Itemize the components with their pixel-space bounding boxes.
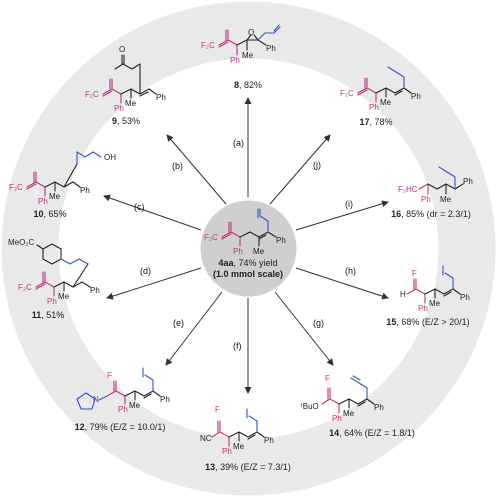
arrow-b: [166, 134, 227, 205]
atom-label: F: [215, 405, 220, 414]
atom-label: Me: [129, 401, 141, 410]
atom-label: Ph: [233, 247, 243, 256]
product-8-label: 8, 82%: [234, 80, 262, 90]
atom-label: Me: [242, 51, 254, 60]
atom-label: Ph: [160, 395, 170, 404]
arrow-c: [103, 194, 202, 231]
atom-label: Ph: [332, 414, 342, 423]
atom-label: F₂C: [9, 183, 23, 192]
atom-label: Ph: [266, 44, 276, 53]
condition-a: (a): [233, 138, 244, 148]
atom-label: Me: [58, 292, 70, 301]
atom-label: Ph: [156, 93, 166, 102]
product-11-label: 11, 51%: [32, 310, 65, 320]
atom-label: Ph: [411, 92, 421, 101]
atom-label: Me: [233, 442, 245, 451]
reaction-arrows: [103, 97, 389, 394]
atom-label: F: [107, 371, 112, 380]
arrow-g: [274, 291, 334, 366]
atom-label: Me: [440, 195, 452, 204]
atom-label: F₂HC: [398, 185, 418, 194]
product-15-label: 15, 68% (E/Z > 20/1): [386, 317, 469, 327]
atom-label: Me: [125, 99, 137, 108]
product-13-label: 13, 39% (E/Z = 7.3/1): [205, 462, 291, 472]
atom-label: H: [400, 290, 406, 299]
atom-label: Ph: [264, 436, 274, 445]
product-16-label: 16, 85% (dr = 2.3/1): [391, 209, 471, 219]
center-scale: (1.0 mmol scale): [213, 269, 283, 279]
atom-label: OH: [104, 153, 116, 162]
structure-13: F NC Ph Me Ph: [200, 405, 274, 456]
structure-11: MeO₂C F₂C Ph Me Ph: [8, 238, 100, 306]
atom-label: Ph: [118, 405, 128, 414]
structure-4aa: F₂C Ph Me Ph: [204, 208, 286, 256]
center-label: 4aa, 74% yield: [218, 258, 277, 268]
atom-label: F₂C: [204, 233, 218, 242]
atom-label: O: [119, 45, 125, 54]
atom-label: Ph: [80, 186, 90, 195]
atom-label: Ph: [38, 197, 48, 206]
atom-label: Ph: [222, 447, 232, 456]
arrow-e: [165, 291, 223, 366]
atom-label: N: [93, 395, 99, 404]
atom-label: Ph: [374, 403, 384, 412]
structure-16: F₂HC Ph Me Ph: [398, 166, 473, 204]
atom-label: F₂C: [18, 283, 32, 292]
atom-label: F₂C: [85, 90, 99, 99]
structure-15: H F Ph Me Ph: [400, 265, 470, 313]
condition-i: (i): [345, 199, 353, 209]
structure-9: O F₂C Ph Me Ph: [85, 45, 166, 113]
arrow-i: [295, 200, 389, 231]
atom-label: Ph: [230, 56, 240, 65]
atom-label: MeO₂C: [8, 238, 34, 247]
condition-h: (h): [345, 266, 356, 276]
arrow-j: [269, 134, 331, 205]
atom-label: Ph: [114, 104, 124, 113]
arrow-d: [106, 267, 202, 300]
atom-label: F₂C: [201, 41, 215, 50]
atom-label: Me: [253, 247, 265, 256]
atom-label: F: [412, 269, 417, 278]
atom-label: Ph: [47, 297, 57, 306]
structure-8: F₂C Ph O Me Ph: [201, 24, 281, 65]
condition-b: (b): [172, 161, 183, 171]
product-10-label: 10, 65%: [33, 209, 66, 219]
condition-f: (f): [233, 341, 242, 351]
atom-label: F₂C: [340, 89, 354, 98]
condition-j: (j): [313, 160, 321, 170]
structure-14: F ᵗBuO Ph Me Ph: [301, 374, 384, 423]
structure-12: N F Ph Me Ph: [76, 367, 170, 414]
product-9-label: 9, 53%: [112, 116, 140, 126]
atom-label: Ph: [369, 103, 379, 112]
atom-label: Ph: [421, 195, 431, 204]
atom-label: Ph: [418, 304, 428, 313]
atom-label: Me: [49, 192, 61, 201]
condition-d: (d): [140, 266, 151, 276]
atom-label: Me: [429, 299, 441, 308]
structure-17: F₂C Ph Me Ph: [340, 66, 421, 112]
condition-c: (c): [134, 202, 145, 212]
atom-label: Ph: [276, 236, 286, 245]
arrow-h: [295, 267, 389, 300]
atom-label: Me: [343, 409, 355, 418]
atom-label: O: [248, 28, 254, 37]
condition-e: (e): [173, 318, 184, 328]
atom-label: NC: [200, 434, 212, 443]
condition-g: (g): [313, 318, 324, 328]
atom-label: Ph: [90, 286, 100, 295]
atom-label: Ph: [463, 177, 473, 186]
atom-label: Ph: [460, 293, 470, 302]
product-12-label: 12, 79% (E/Z = 10.0/1): [75, 422, 166, 432]
structure-10: OH F₂C Ph Me Ph: [9, 151, 116, 206]
atom-label: F: [325, 374, 330, 383]
product-17-label: 17, 78%: [359, 117, 392, 127]
product-14-label: 14, 64% (E/Z = 1.8/1): [329, 428, 415, 438]
center-disc: [200, 200, 297, 297]
atom-label: Me: [380, 98, 392, 107]
atom-label: ᵗBuO: [301, 402, 319, 411]
